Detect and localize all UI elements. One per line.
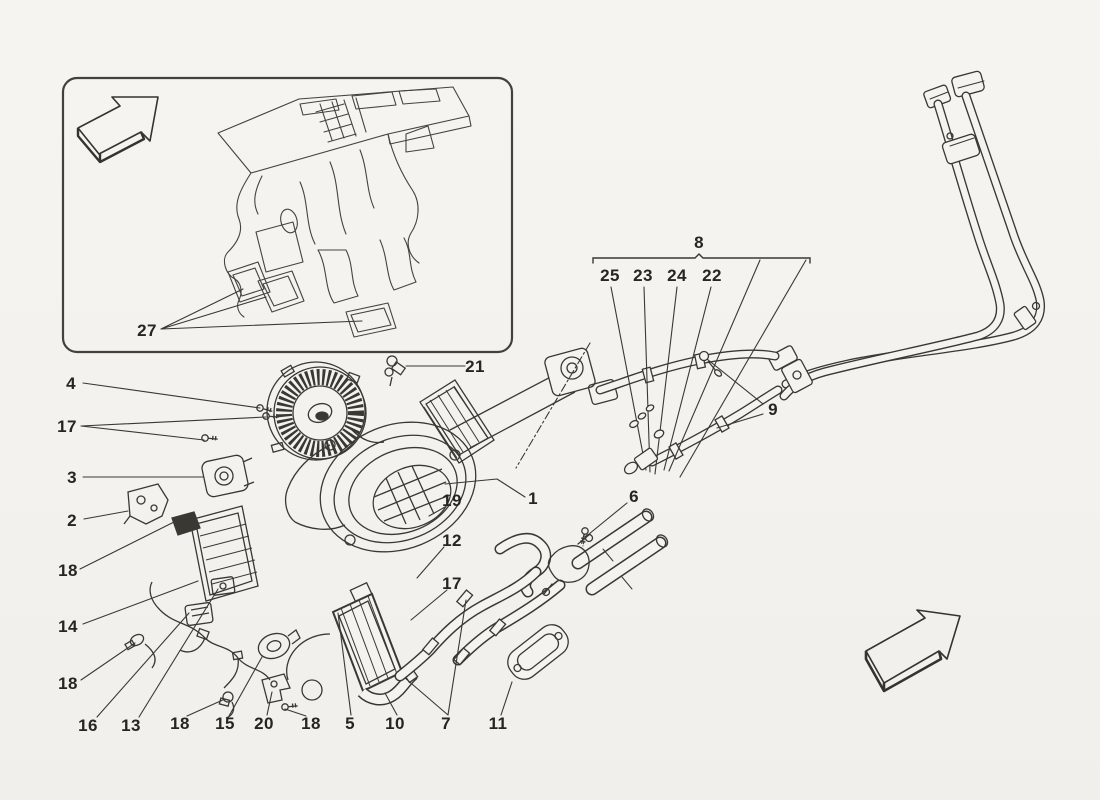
- callout-17: 17: [442, 574, 462, 593]
- callout-21: 21: [465, 357, 485, 376]
- callout-23: 23: [633, 266, 653, 285]
- blower-motor-wheel: [254, 361, 367, 461]
- callout-20: 20: [254, 714, 274, 733]
- temperature-sensor-part-21: [384, 355, 407, 387]
- callout-24: 24: [667, 266, 687, 285]
- callout-8: 8: [694, 233, 704, 252]
- callout-22: 22: [702, 266, 722, 285]
- hvac-assembly-inset-drawing: [217, 86, 472, 338]
- callout-18: 18: [58, 674, 78, 693]
- callout-13: 13: [121, 716, 141, 735]
- inset-box: [61, 76, 514, 354]
- callout-9: 9: [768, 400, 778, 419]
- callout-25: 25: [600, 266, 620, 285]
- callout-10: 10: [385, 714, 405, 733]
- callout-3: 3: [67, 468, 77, 487]
- callout-2: 2: [67, 511, 77, 530]
- callout-19: 19: [442, 491, 462, 510]
- refrigerant-seals-and-bolt: [623, 350, 723, 475]
- callout-6: 6: [629, 487, 639, 506]
- heater-water-pipes: [394, 508, 669, 682]
- direction-arrow-top-left-icon: [76, 96, 159, 164]
- callout-17: 17: [57, 417, 77, 436]
- callout-27: 27: [137, 321, 157, 340]
- callout-12: 12: [442, 531, 462, 550]
- direction-arrow-bottom-right-icon: [864, 609, 961, 693]
- air-duct-and-fitting: [449, 347, 619, 449]
- leader-lines: [79, 253, 811, 718]
- callout-4: 4: [66, 374, 76, 393]
- callout-15: 15: [215, 714, 235, 733]
- callout-5: 5: [345, 714, 355, 733]
- callout-18: 18: [58, 561, 78, 580]
- ac-refrigerant-pipes: [595, 70, 1046, 467]
- callout-16: 16: [78, 716, 98, 735]
- callout-18: 18: [301, 714, 321, 733]
- callout-14: 14: [58, 617, 78, 636]
- callout-7: 7: [441, 714, 451, 733]
- callout-18: 18: [170, 714, 190, 733]
- blower-housing: [284, 421, 477, 553]
- callout-11: 11: [488, 714, 508, 733]
- callout-1: 1: [528, 489, 538, 508]
